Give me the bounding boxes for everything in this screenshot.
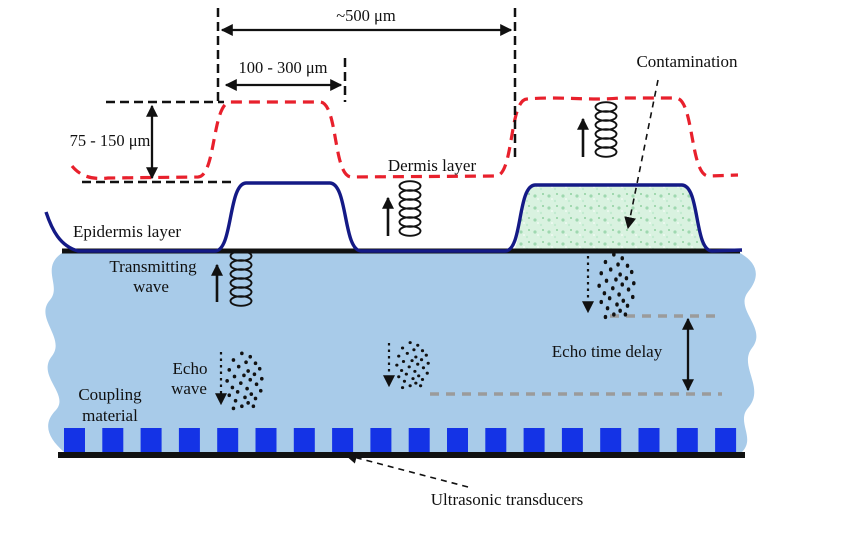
coupling-material-label-line1: Coupling — [78, 385, 142, 404]
dermis-curve — [70, 96, 739, 181]
transducer-element — [676, 428, 698, 452]
dimension-100-300-label: 100 - 300 μm — [238, 58, 327, 77]
transmitting-wave-label-line2: wave — [133, 277, 169, 296]
transducer-element — [715, 428, 737, 452]
transducer-element — [485, 428, 507, 452]
echo-wave-label-line2: wave — [171, 379, 207, 398]
transducer-element — [447, 428, 468, 452]
transducer-element — [140, 428, 162, 452]
transducer-element — [408, 428, 430, 452]
contamination-blob — [512, 185, 711, 251]
transducer-element — [64, 428, 85, 452]
epidermis-layer-label: Epidermis layer — [73, 222, 181, 241]
transmitting-wave-label-line1: Transmitting — [109, 257, 197, 276]
echo-time-delay-label: Echo time delay — [552, 342, 663, 361]
transducer-element — [523, 428, 545, 452]
dermis-layer-label: Dermis layer — [388, 156, 477, 175]
ultrasonic-transducers-label: Ultrasonic transducers — [431, 490, 583, 509]
ultrasound-wave-coil-icon — [594, 101, 618, 158]
transducer-element — [217, 428, 239, 452]
contamination-label: Contamination — [636, 52, 738, 71]
transducer-element — [102, 428, 124, 452]
transducer-element — [255, 428, 277, 452]
transducer-element — [370, 428, 392, 452]
coupling-material-label-line2: material — [82, 406, 138, 425]
echo-wave-label-line1: Echo — [173, 359, 208, 378]
epidermis-curve — [44, 181, 743, 253]
transducer-element — [600, 428, 622, 452]
transducers-leader-arrow — [344, 451, 469, 488]
dimension-75-150-label: 75 - 150 μm — [70, 131, 151, 150]
transducer-element — [638, 428, 660, 452]
transducer-element — [293, 428, 315, 452]
dimension-500-label: ~500 μm — [336, 6, 396, 25]
ultrasound-wave-coil-icon — [398, 180, 422, 237]
transducer-element — [561, 428, 583, 452]
transducer-element — [332, 428, 354, 452]
transducer-row — [64, 428, 737, 452]
contamination-leader-arrow — [624, 79, 659, 230]
transducer-element — [178, 428, 200, 452]
